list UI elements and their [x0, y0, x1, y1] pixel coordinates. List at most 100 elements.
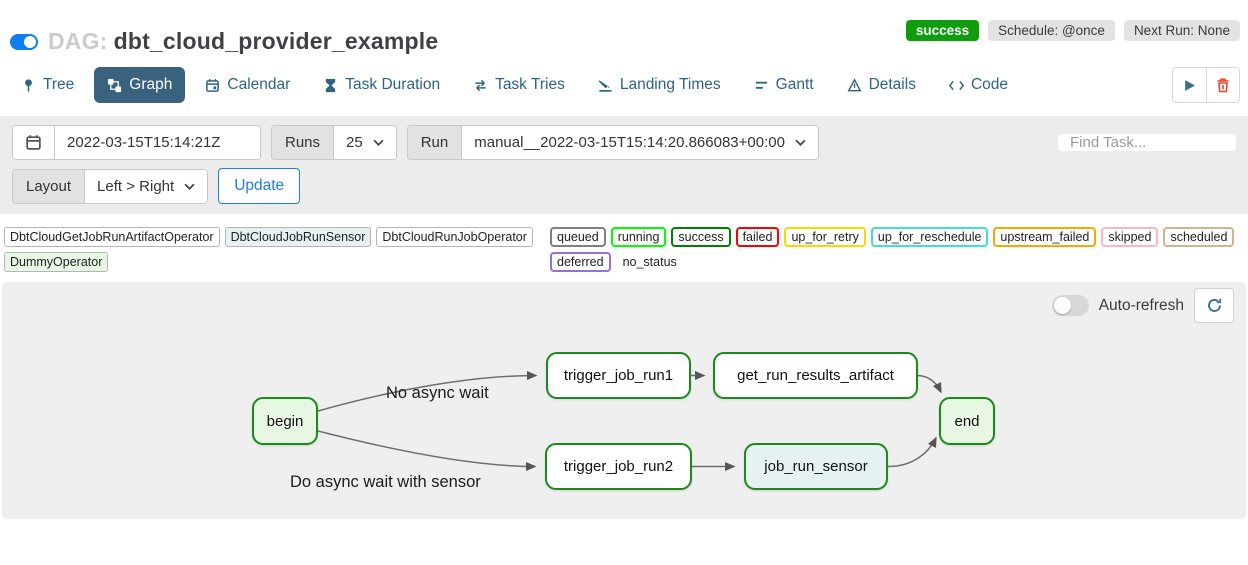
- status-badge-up-for-reschedule[interactable]: up_for_reschedule: [870, 227, 989, 247]
- tab-landing-times[interactable]: Landing Times: [585, 67, 734, 103]
- gantt-icon: [755, 81, 767, 89]
- trigger-dag-button[interactable]: [1173, 68, 1206, 102]
- edge-sensor-to-end: [887, 436, 937, 468]
- tab-code[interactable]: Code: [936, 67, 1021, 103]
- run-label: Run: [407, 126, 463, 159]
- task-node-job-run-sensor[interactable]: job_run_sensor: [744, 443, 888, 490]
- calendar-icon: [26, 135, 41, 150]
- status-badge-queued[interactable]: queued: [550, 227, 606, 247]
- edge-begin-to-trigger1: [317, 371, 538, 412]
- triangle-icon: [847, 77, 862, 91]
- graph-icon: [108, 78, 122, 92]
- schedule-badge: Schedule: @once: [988, 20, 1115, 41]
- tab-label: Task Duration: [345, 76, 441, 93]
- operator-badge: DbtCloudRunJobOperator: [376, 227, 533, 247]
- dag-label: DAG:: [48, 28, 108, 54]
- tab-task-duration[interactable]: Task Duration: [310, 67, 453, 103]
- runs-label: Runs: [272, 126, 335, 159]
- operator-badge: DbtCloudJobRunSensor: [224, 227, 372, 247]
- operator-legend: DbtCloudGetJobRunArtifactOperator DbtClo…: [4, 227, 550, 272]
- chevron-down-icon: [795, 139, 806, 146]
- delete-dag-button[interactable]: [1206, 68, 1239, 102]
- filter-bar: Runs 25 Run manual__2022-03-15T15:14:20.…: [0, 116, 1248, 214]
- run-value: manual__2022-03-15T15:14:20.866083+00:00: [474, 134, 785, 151]
- tab-graph[interactable]: Graph: [94, 67, 186, 103]
- auto-refresh-toggle[interactable]: [1051, 295, 1089, 316]
- page-title: DAG:dbt_cloud_provider_example: [48, 28, 438, 55]
- dag-header: DAG:dbt_cloud_provider_example success S…: [0, 0, 1248, 55]
- operator-badge: DummyOperator: [4, 252, 109, 272]
- legend: DbtCloudGetJobRunArtifactOperator DbtClo…: [0, 214, 1248, 272]
- status-badge: success: [905, 20, 980, 41]
- calendar-icon: [206, 78, 220, 92]
- execution-date-group: [12, 125, 261, 160]
- update-button[interactable]: Update: [218, 168, 301, 204]
- next-run-badge: Next Run: None: [1123, 20, 1240, 41]
- layout-label: Layout: [13, 169, 86, 203]
- edge-begin-to-trigger2: [317, 430, 537, 471]
- run-select[interactable]: manual__2022-03-15T15:14:20.866083+00:00: [462, 126, 818, 159]
- chevron-down-icon: [373, 139, 384, 146]
- status-badge-success[interactable]: success: [671, 227, 731, 247]
- task-node-end[interactable]: end: [939, 397, 995, 445]
- trash-icon: [1217, 78, 1229, 93]
- play-icon: [1185, 79, 1195, 91]
- execution-date-input[interactable]: [55, 126, 260, 159]
- tab-task-tries[interactable]: Task Tries: [460, 67, 578, 103]
- code-icon: [948, 80, 964, 90]
- find-task-input[interactable]: [1058, 134, 1236, 151]
- status-badge-running[interactable]: running: [610, 227, 667, 247]
- toggle-knob: [24, 35, 36, 48]
- run-group: Run manual__2022-03-15T15:14:20.866083+0…: [406, 125, 819, 160]
- status-badge-skipped[interactable]: skipped: [1101, 227, 1159, 247]
- status-badge-no-status[interactable]: no_status: [622, 255, 677, 269]
- runs-select[interactable]: 25: [334, 126, 396, 159]
- tab-label: Calendar: [227, 76, 291, 93]
- chevron-down-icon: [184, 183, 195, 190]
- status-badge-up-for-retry[interactable]: up_for_retry: [784, 227, 866, 247]
- layout-group: Layout Left > Right: [12, 168, 209, 204]
- task-node-trigger-job-run1[interactable]: trigger_job_run1: [546, 352, 691, 399]
- task-node-get-run-results-artifact[interactable]: get_run_results_artifact: [713, 352, 918, 399]
- dag-action-buttons: [1172, 67, 1240, 103]
- dag-edges: [317, 371, 942, 471]
- tab-label: Details: [868, 76, 916, 93]
- status-badge-deferred[interactable]: deferred: [550, 252, 611, 272]
- tab-label: Landing Times: [619, 76, 721, 93]
- graph-controls: Auto-refresh: [1051, 288, 1234, 323]
- toggle-knob: [1053, 297, 1071, 314]
- edge-label-do-async-wait: Do async wait with sensor: [290, 473, 481, 491]
- tab-label: Graph: [129, 76, 173, 93]
- plane-landing-icon: [598, 79, 612, 92]
- dag-graph-panel: Auto-refresh begin trigger_job_run1 get_…: [2, 282, 1246, 519]
- layout-select[interactable]: Left > Right: [85, 169, 208, 203]
- tab-gantt[interactable]: Gantt: [741, 67, 827, 103]
- status-legend: queued running success failed up_for_ret…: [550, 227, 1235, 272]
- tab-details[interactable]: Details: [834, 67, 929, 103]
- task-node-begin[interactable]: begin: [252, 397, 318, 445]
- auto-refresh-label: Auto-refresh: [1098, 296, 1184, 314]
- filter-row-2: Layout Left > Right Update: [12, 168, 1236, 204]
- tab-label: Gantt: [775, 76, 814, 93]
- edge-artifact-to-end: [917, 374, 942, 394]
- edge-label-no-async-wait: No async wait: [386, 384, 489, 402]
- layout-value: Left > Right: [97, 177, 175, 195]
- runs-group: Runs 25: [271, 125, 397, 160]
- dag-enabled-toggle[interactable]: [10, 33, 38, 50]
- tree-icon: [25, 78, 32, 92]
- refresh-icon: [1207, 298, 1221, 312]
- status-badge-scheduled[interactable]: scheduled: [1163, 227, 1235, 247]
- view-tabbar: Tree Graph Calendar Task Duration Task T…: [0, 55, 1248, 103]
- runs-value: 25: [346, 134, 363, 151]
- date-picker-button[interactable]: [13, 126, 55, 159]
- refresh-button[interactable]: [1194, 288, 1234, 323]
- dag-name: dbt_cloud_provider_example: [113, 28, 439, 54]
- status-badge-upstream-failed[interactable]: upstream_failed: [993, 227, 1097, 247]
- tab-calendar[interactable]: Calendar: [192, 67, 303, 103]
- tab-tree[interactable]: Tree: [8, 67, 87, 103]
- status-badge-failed[interactable]: failed: [735, 227, 780, 247]
- operator-badge: DbtCloudGetJobRunArtifactOperator: [4, 227, 220, 247]
- task-node-trigger-job-run2[interactable]: trigger_job_run2: [545, 443, 692, 490]
- filter-row-1: Runs 25 Run manual__2022-03-15T15:14:20.…: [12, 125, 1236, 160]
- repeat-icon: [475, 79, 486, 91]
